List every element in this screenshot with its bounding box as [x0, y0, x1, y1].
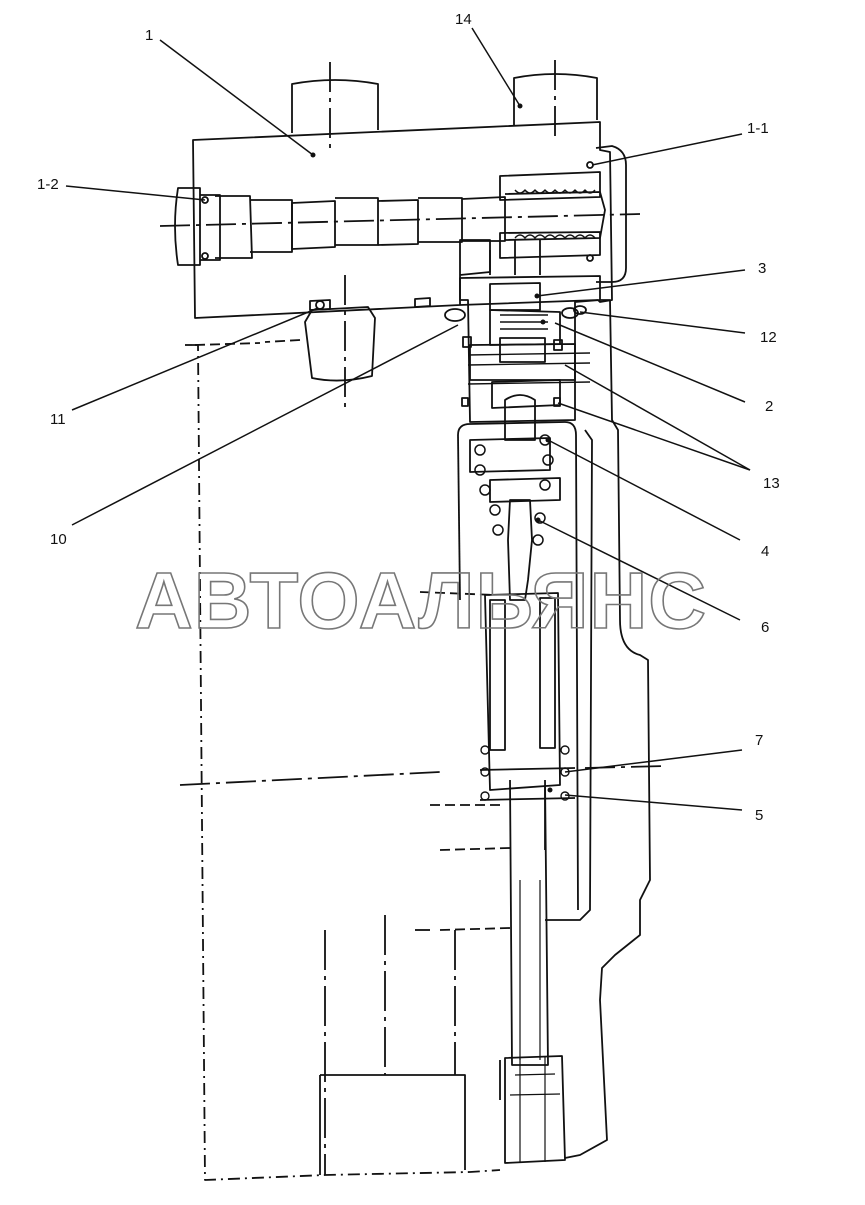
callout-1-2: 1-2: [37, 176, 59, 193]
upper-valve-body: [159, 60, 641, 382]
callout-11: 11: [50, 411, 66, 428]
lower-housing: [179, 275, 666, 1181]
callout-10: 10: [50, 531, 67, 548]
callout-2: 2: [765, 398, 773, 415]
callout-5: 5: [755, 807, 763, 824]
callout-7: 7: [755, 732, 763, 749]
callout-4: 4: [761, 543, 769, 560]
watermark-text: АВТОАЛЬЯНС: [135, 556, 707, 645]
callout-1: 1: [145, 27, 153, 44]
callout-1-1: 1-1: [747, 120, 769, 137]
callout-labels: 1 14 1-1 1-2 3 12 2 13 11 10 4 6 7 5: [37, 11, 780, 824]
leader-lines: [65, 27, 751, 811]
callout-6: 6: [761, 619, 769, 636]
valve-column: [457, 275, 601, 1164]
callout-3: 3: [758, 260, 766, 277]
callout-12: 12: [760, 329, 777, 346]
callout-14: 14: [455, 11, 472, 28]
callout-13: 13: [763, 475, 780, 492]
